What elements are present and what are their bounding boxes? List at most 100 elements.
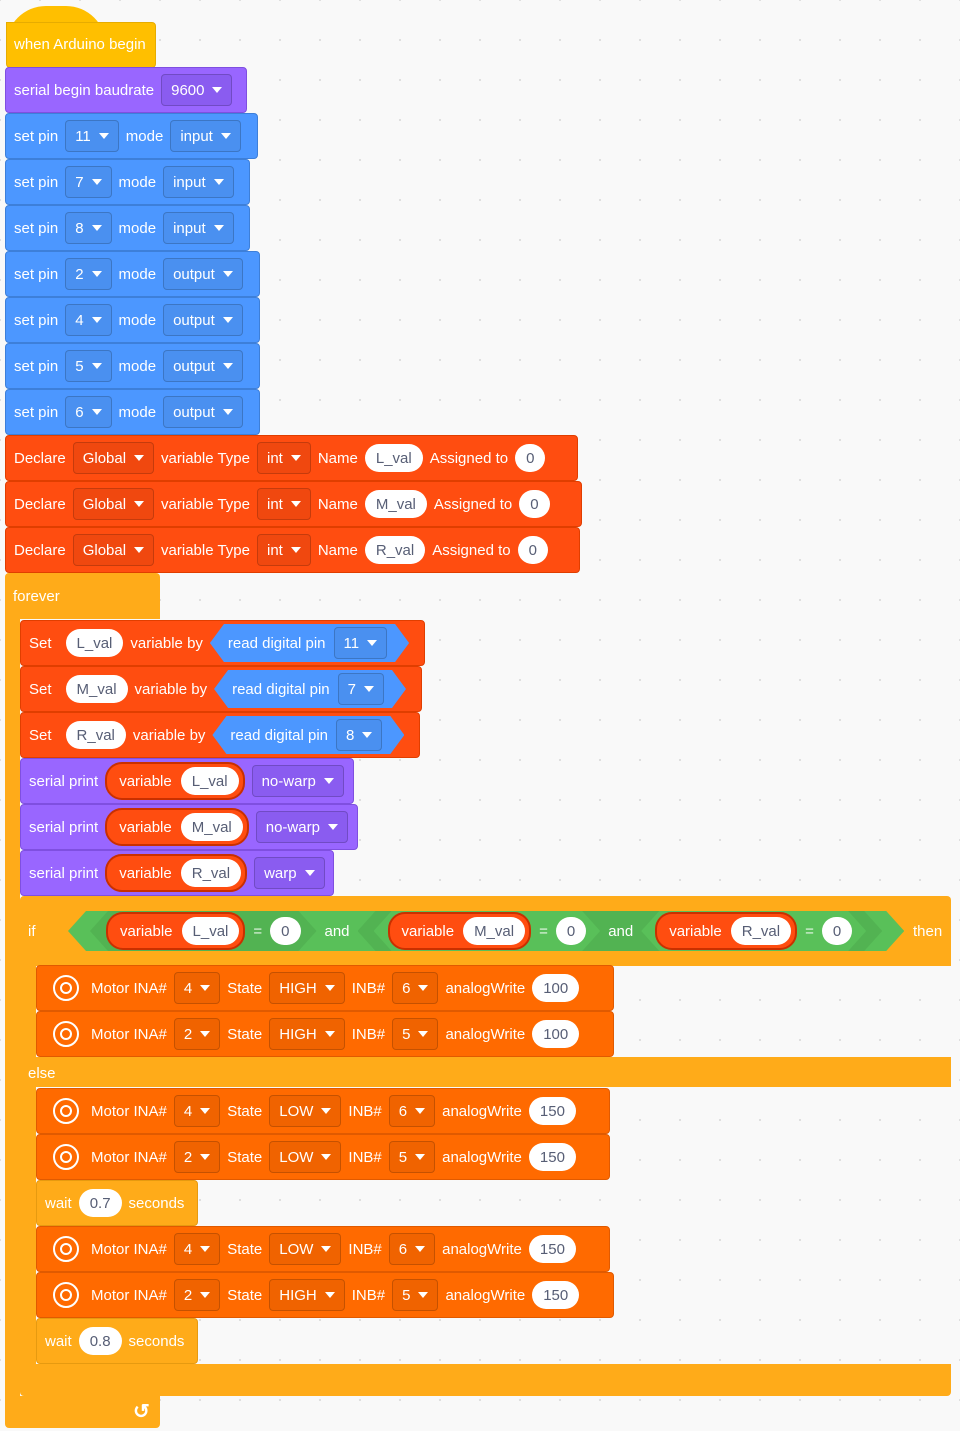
variable-name-field[interactable]: M_val <box>364 490 427 518</box>
pin-dropdown[interactable]: 11 <box>334 627 388 659</box>
pin-dropdown[interactable]: 6 <box>65 396 112 428</box>
inb-dropdown[interactable]: 5 <box>388 1141 436 1173</box>
mode-dropdown[interactable]: input <box>170 120 241 152</box>
pin-dropdown[interactable]: 8 <box>65 212 112 244</box>
mode-dropdown[interactable]: output <box>163 304 243 336</box>
analog-value-field[interactable]: 150 <box>528 1097 576 1125</box>
set-pin-mode-block[interactable]: set pin 7 mode input <box>5 159 250 205</box>
pin-dropdown[interactable]: 8 <box>336 719 382 751</box>
variable-name-field[interactable]: R_val <box>731 917 791 945</box>
initial-value-field[interactable]: 0 <box>517 536 548 564</box>
set-pin-mode-block[interactable]: set pin 2 mode output <box>5 251 260 297</box>
type-dropdown[interactable]: int <box>257 442 311 474</box>
variable-name-field[interactable]: L_val <box>180 767 239 795</box>
variable-name-field[interactable]: M_val <box>463 917 525 945</box>
analog-value-field[interactable]: 150 <box>528 1143 576 1171</box>
motor-block[interactable]: Motor INA# 4 State LOW INB# 6 analogWrit… <box>36 1226 610 1272</box>
declare-variable-block[interactable]: Declare Global variable Type int Name M_… <box>5 481 582 527</box>
declare-variable-block[interactable]: Declare Global variable Type int Name R_… <box>5 527 580 573</box>
initial-value-field[interactable]: 0 <box>515 444 546 472</box>
pin-dropdown[interactable]: 7 <box>65 166 112 198</box>
variable-name-field[interactable]: R_val <box>180 859 242 887</box>
ina-dropdown[interactable]: 2 <box>173 1279 221 1311</box>
inb-dropdown[interactable]: 6 <box>388 1095 436 1127</box>
analog-value-field[interactable]: 150 <box>532 1281 580 1309</box>
compare-value-field[interactable]: 0 <box>822 917 852 945</box>
wait-seconds-field[interactable]: 0.7 <box>78 1189 122 1217</box>
state-dropdown[interactable]: HIGH <box>269 1018 345 1050</box>
scope-dropdown[interactable]: Global <box>72 442 155 474</box>
motor-block[interactable]: Motor INA# 2 State LOW INB# 5 analogWrit… <box>36 1134 610 1180</box>
analog-value-field[interactable]: 150 <box>528 1235 576 1263</box>
set-pin-mode-block[interactable]: set pin 8 mode input <box>5 205 250 251</box>
type-dropdown[interactable]: int <box>257 534 311 566</box>
motor-block[interactable]: Motor INA# 4 State LOW INB# 6 analogWrit… <box>36 1088 610 1134</box>
declare-variable-block[interactable]: Declare Global variable Type int Name L_… <box>5 435 578 481</box>
initial-value-field[interactable]: 0 <box>519 490 550 518</box>
set-pin-mode-block[interactable]: set pin 5 mode output <box>5 343 260 389</box>
pin-dropdown[interactable]: 5 <box>65 350 112 382</box>
set-pin-mode-block[interactable]: set pin 11 mode input <box>5 113 258 159</box>
pin-dropdown[interactable]: 4 <box>65 304 112 336</box>
pin-dropdown[interactable]: 11 <box>65 120 119 152</box>
ina-dropdown[interactable]: 2 <box>173 1018 221 1050</box>
print-mode-dropdown[interactable]: no-warp <box>255 811 348 843</box>
print-mode-dropdown[interactable]: no-warp <box>251 765 344 797</box>
set-pin-mode-block[interactable]: set pin 4 mode output <box>5 297 260 343</box>
state-dropdown[interactable]: HIGH <box>269 972 345 1004</box>
print-mode-dropdown[interactable]: warp <box>254 857 325 889</box>
variable-name-field[interactable]: L_val <box>364 444 423 472</box>
forever-block[interactable]: forever ↺ <box>5 573 160 1428</box>
ina-dropdown[interactable]: 4 <box>173 1233 221 1265</box>
state-dropdown[interactable]: LOW <box>269 1233 342 1265</box>
mode-dropdown[interactable]: input <box>163 166 234 198</box>
ina-dropdown[interactable]: 4 <box>173 1095 221 1127</box>
variable-name-field[interactable]: M_val <box>180 813 243 841</box>
set-pin-mode-block[interactable]: set pin 6 mode output <box>5 389 260 435</box>
inb-dropdown[interactable]: 6 <box>388 1233 436 1265</box>
wait-block[interactable]: wait 0.8 seconds <box>36 1318 198 1364</box>
state-dropdown[interactable]: LOW <box>269 1141 342 1173</box>
compare-value-field[interactable]: 0 <box>270 917 300 945</box>
mode-dropdown[interactable]: output <box>163 396 243 428</box>
inb-dropdown[interactable]: 6 <box>392 972 439 1004</box>
scope-dropdown[interactable]: Global <box>72 534 155 566</box>
wait-block[interactable]: wait 0.7 seconds <box>36 1180 198 1226</box>
ina-dropdown[interactable]: 2 <box>173 1141 221 1173</box>
mode-dropdown[interactable]: output <box>163 258 243 290</box>
baud-dropdown[interactable]: 9600 <box>161 74 233 106</box>
hat-block-arduino-begin[interactable]: when Arduino begin <box>6 6 156 68</box>
mode-dropdown[interactable]: output <box>163 350 243 382</box>
variable-name-field[interactable]: R_val <box>364 536 426 564</box>
wait-seconds-field[interactable]: 0.8 <box>78 1327 122 1355</box>
variable-name-field[interactable]: R_val <box>65 721 126 749</box>
analog-value-field[interactable]: 100 <box>532 1020 580 1048</box>
pin-dropdown[interactable]: 2 <box>65 258 112 290</box>
variable-name-field[interactable]: L_val <box>182 917 240 945</box>
variable-name-field[interactable]: L_val <box>65 629 124 657</box>
state-dropdown[interactable]: LOW <box>269 1095 342 1127</box>
pin-dropdown[interactable]: 7 <box>338 673 384 705</box>
mode-dropdown[interactable]: input <box>163 212 234 244</box>
type-dropdown[interactable]: int <box>257 488 311 520</box>
scope-dropdown[interactable]: Global <box>72 488 155 520</box>
